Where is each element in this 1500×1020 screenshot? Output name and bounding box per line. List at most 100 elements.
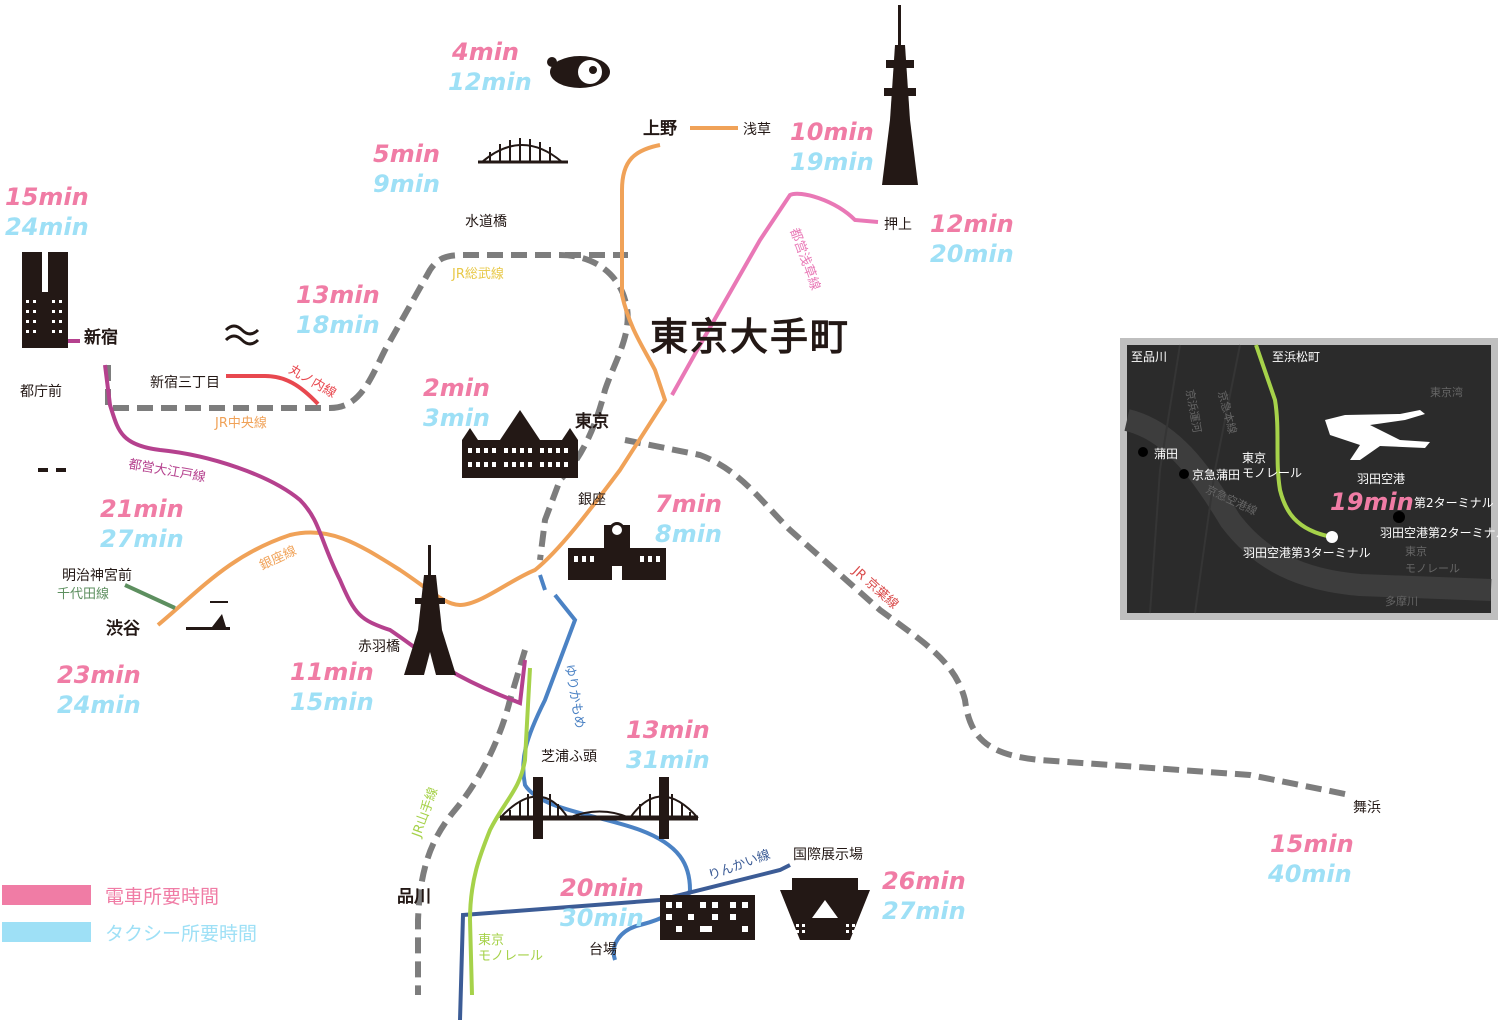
dash-mark-icon (38, 468, 66, 472)
svg-text:27min: 27min (100, 525, 184, 553)
svg-text:15min: 15min (1270, 830, 1354, 858)
svg-text:27min: 27min (882, 897, 966, 925)
ginza-line (156, 143, 668, 627)
svg-text:20min: 20min (560, 874, 644, 902)
inset-time: 19min (1330, 488, 1414, 516)
time-meiji: 21min 27min (100, 495, 184, 553)
station-ueno: 上野 (643, 119, 677, 139)
label-keiyo: JR 京葉線 (849, 562, 902, 612)
svg-text:30min: 30min (560, 904, 644, 932)
label-jr-sobu: JR総武線 (451, 266, 504, 282)
label-oedo: 都営大江戸線 (127, 456, 207, 485)
station-oshiage: 押上 (884, 217, 912, 233)
station-kokusai: 国際展示場 (793, 847, 863, 863)
inset-haneda: 羽田空港 (1357, 472, 1405, 486)
inset-keikyu-kamata-marker (1179, 469, 1189, 479)
svg-text:12min: 12min (930, 210, 1014, 238)
jr-chuo-sobu-line (105, 252, 631, 995)
svg-text:11min: 11min (290, 658, 374, 686)
marunouchi-line (226, 374, 320, 406)
inset-kamata: 蒲田 (1154, 447, 1178, 461)
time-oshiage: 12min 20min (930, 210, 1014, 268)
inset-faded-monorail: モノレール (1405, 562, 1460, 575)
panda-icon (547, 56, 610, 88)
legend: 電車所要時間 タクシー所要時間 (2, 885, 257, 945)
airplane-icon (1325, 410, 1430, 460)
svg-text:15min: 15min (5, 183, 89, 211)
pond-wave-icon (224, 324, 260, 346)
label-yurikamome: ゆりかもめ (561, 663, 587, 730)
station-suidobashi: 水道橋 (465, 214, 507, 230)
svg-text:24min: 24min (57, 691, 141, 719)
station-asakusa: 浅草 (743, 122, 771, 138)
inset-to-shinagawa: 至品川 (1131, 350, 1167, 364)
big-sight-icon (780, 878, 870, 940)
svg-text:12min: 12min (448, 68, 532, 96)
time-suidobashi: 5min 9min (373, 140, 440, 198)
svg-text:18min: 18min (296, 311, 380, 339)
inset-haneda-t2: 羽田空港第2ターミナル (1380, 526, 1500, 540)
station-shibuya: 渋谷 (106, 618, 141, 639)
time-akabanebashi: 11min 15min (290, 658, 374, 716)
skytree-icon (882, 5, 918, 185)
legend-taxi-swatch (2, 922, 91, 942)
rainbow-bridge-icon (499, 777, 699, 839)
legend-train-label: 電車所要時間 (105, 886, 219, 908)
tokyo-tower-icon (404, 545, 456, 675)
inset-kamata-marker (1138, 447, 1148, 457)
time-kokusai: 26min 27min (882, 867, 966, 925)
svg-text:9min: 9min (373, 170, 440, 198)
inset-faded-bay: 東京湾 (1430, 385, 1463, 399)
time-maihama: 15min 40min (1267, 830, 1354, 888)
asakusa-line (670, 191, 879, 396)
svg-text:40min: 40min (1267, 860, 1352, 888)
legend-train-swatch (2, 885, 91, 905)
station-maihama: 舞浜 (1353, 800, 1381, 816)
ginza-clock-tower-icon (568, 522, 666, 580)
haneda-inset-map: 東京湾 京浜運河 京急本線 京急空港線 東京 モノレール 多摩川 至品川 至浜松… (1120, 338, 1500, 620)
time-shinjuku: 15min 24min (5, 183, 89, 241)
inset-keikyu-kamata: 京急蒲田 (1192, 467, 1240, 482)
inset-monorail-line (1254, 344, 1333, 539)
svg-text:19min: 19min (790, 148, 874, 176)
inset-faded-tamagawa: 多摩川 (1385, 594, 1418, 608)
yamanote-monorail-line (467, 667, 532, 996)
svg-text:10min: 10min (790, 118, 874, 146)
jr-keiyo-line (624, 437, 1351, 798)
station-tochomae: 都庁前 (20, 383, 62, 400)
time-panda: 4min 12min (448, 38, 532, 96)
svg-text:3min: 3min (423, 404, 490, 432)
station-daiba: 台場 (589, 942, 617, 958)
inset-terminal2: 第2ターミナル (1414, 496, 1494, 510)
svg-text:23min: 23min (57, 661, 141, 689)
station-ginza: 銀座 (578, 492, 606, 508)
label-jr-chuo: JR中央線 (214, 415, 267, 431)
station-shinjuku: 新宿 (84, 327, 118, 348)
main-station-title: 東京大手町 (650, 315, 850, 359)
time-shibuya: 23min 24min (57, 661, 141, 719)
inset-monorail-1: 東京 (1242, 451, 1266, 465)
svg-text:26min: 26min (882, 867, 966, 895)
inset-monorail-2: モノレール (1242, 466, 1302, 480)
station-shinagawa: 品川 (397, 887, 431, 907)
tocho-building-icon (22, 252, 68, 348)
svg-text:20min: 20min (930, 240, 1014, 268)
label-monorail-1: 東京 (478, 932, 504, 948)
tokyo-station-icon (462, 410, 578, 478)
station-akabanebashi: 赤羽橋 (358, 639, 400, 655)
time-skytree: 10min 19min (790, 118, 874, 176)
legend-taxi-label: タクシー所要時間 (105, 923, 257, 945)
inset-haneda-t3: 羽田空港第3ターミナル (1243, 546, 1371, 560)
label-monorail-2: モノレール (478, 949, 543, 964)
time-daiba: 20min 30min (560, 874, 644, 932)
svg-text:5min: 5min (373, 140, 440, 168)
svg-text:31min: 31min (626, 746, 710, 774)
svg-text:4min: 4min (451, 38, 519, 66)
time-shibaura: 13min 31min (626, 716, 710, 774)
svg-text:15min: 15min (290, 688, 374, 716)
inset-t3-marker (1326, 531, 1338, 543)
label-chiyoda: 千代田線 (57, 586, 109, 602)
svg-text:21min: 21min (100, 495, 184, 523)
svg-text:13min: 13min (626, 716, 710, 744)
